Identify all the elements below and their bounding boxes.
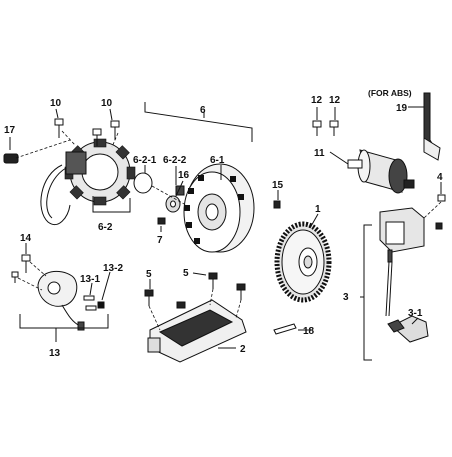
starter-gear — [274, 221, 332, 303]
label-10-right: 10 — [101, 98, 113, 109]
starter-bolt-b — [329, 120, 339, 136]
label-14: 14 — [20, 233, 32, 244]
clip-18 — [273, 323, 297, 335]
label-13-2: 13-2 — [103, 263, 123, 274]
starter-motor — [347, 149, 415, 194]
label-6-2-1: 6-2-1 — [133, 155, 157, 166]
spark-plug-cap — [387, 315, 429, 343]
label-12-right: 12 — [329, 95, 341, 106]
flywheel-nut — [175, 185, 185, 196]
stator-screw-right — [110, 120, 120, 140]
pin-15 — [273, 200, 281, 209]
label-10-left: 10 — [50, 98, 62, 109]
pulser-screw-small — [11, 271, 19, 283]
label-15: 15 — [272, 180, 284, 191]
label-12-left: 12 — [311, 95, 323, 106]
label-16: 16 — [178, 170, 190, 181]
label-6-2-2: 6-2-2 — [163, 155, 187, 166]
for-abs-note: (FOR ABS) — [368, 88, 412, 98]
label-19: 19 — [396, 103, 408, 114]
label-5-right: 5 — [183, 268, 189, 279]
label-13-1: 13-1 — [80, 274, 100, 285]
label-18: 18 — [303, 326, 315, 337]
clip-13-2 — [97, 301, 105, 309]
bracket-bolt-right — [208, 272, 218, 289]
stator-screw-left — [54, 118, 64, 138]
label-6-2: 6-2 — [98, 222, 113, 233]
label-7: 7 — [157, 235, 163, 246]
bracket-bolt-far — [236, 283, 246, 300]
starter-bolt-a — [312, 120, 322, 136]
label-3-1: 3-1 — [408, 308, 423, 319]
retaining-ring — [133, 172, 153, 194]
label-6-1: 6-1 — [210, 155, 225, 166]
pulser-coil — [37, 270, 85, 331]
grommet-17 — [3, 153, 19, 164]
leader-lines — [9, 102, 442, 361]
abs-sensor — [423, 92, 441, 161]
label-1: 1 — [315, 204, 321, 215]
label-4: 4 — [437, 172, 443, 183]
woodruff-key — [157, 217, 166, 225]
bracket — [147, 299, 247, 363]
label-5-left: 5 — [146, 269, 152, 280]
ignition-coil — [379, 207, 425, 317]
label-2: 2 — [240, 344, 246, 355]
flywheel — [183, 163, 255, 253]
pulser-screw-14 — [21, 254, 31, 273]
bracket-bolt-left — [144, 289, 154, 306]
flywheel-washer — [165, 195, 181, 213]
stator-washer — [92, 128, 102, 146]
label-11: 11 — [314, 148, 325, 159]
coil-screw-4 — [435, 194, 446, 230]
clip-13-1 — [83, 295, 97, 311]
label-13: 13 — [49, 348, 61, 359]
label-3: 3 — [343, 292, 349, 303]
stator-coil — [40, 138, 136, 226]
label-6: 6 — [200, 105, 206, 116]
bracket-bolt-mid — [176, 301, 186, 309]
label-17: 17 — [4, 125, 16, 136]
